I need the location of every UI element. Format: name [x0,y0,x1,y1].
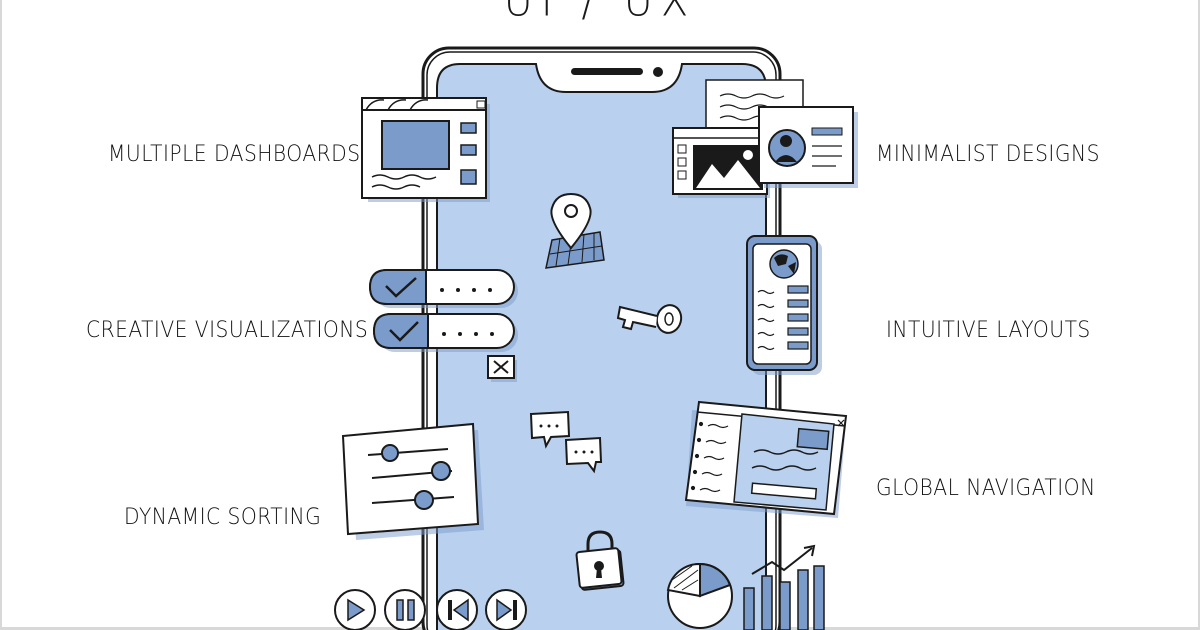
toggle-checked-1 [368,269,518,308]
toggle-checked-2 [372,313,518,352]
frame-border-right [1198,0,1200,630]
sorting-sliders-icon [341,422,484,540]
image-icon [693,145,763,190]
key-icon [616,304,683,334]
chat-bubbles-icon [529,410,603,474]
padlock-icon [575,530,625,591]
check-icon [385,277,417,298]
pause-icon [384,589,426,630]
intuitive-layout-phone-icon [746,235,822,375]
dashboard-window-icon [361,97,490,202]
close-icon [487,355,517,382]
label-dynamic-sorting: DYNAMIC SORTING [124,505,322,530]
skip-back-icon [436,589,478,630]
bar-chart-icon [743,544,825,630]
label-global-navigation: GLOBAL NAVIGATION [876,476,1096,501]
profile-icon [768,129,806,167]
play-icon [334,589,376,630]
pie-chart-icon [666,562,733,629]
label-minimalist-designs: MINIMALIST DESIGNS [876,142,1100,167]
map-pin-icon [545,192,605,269]
page-title: UI / UX [503,0,697,27]
globe-icon [769,249,799,279]
minimalist-cards-icon [672,79,858,198]
label-creative-visualizations: CREATIVE VISUALIZATIONS [86,318,369,343]
frame-border-left [0,0,2,630]
label-intuitive-layouts: INTUITIVE LAYOUTS [886,318,1091,343]
label-multiple-dashboards: MULTIPLE DASHBOARDS [108,142,361,167]
global-navigation-window-icon [684,400,848,518]
skip-forward-icon [485,589,527,630]
